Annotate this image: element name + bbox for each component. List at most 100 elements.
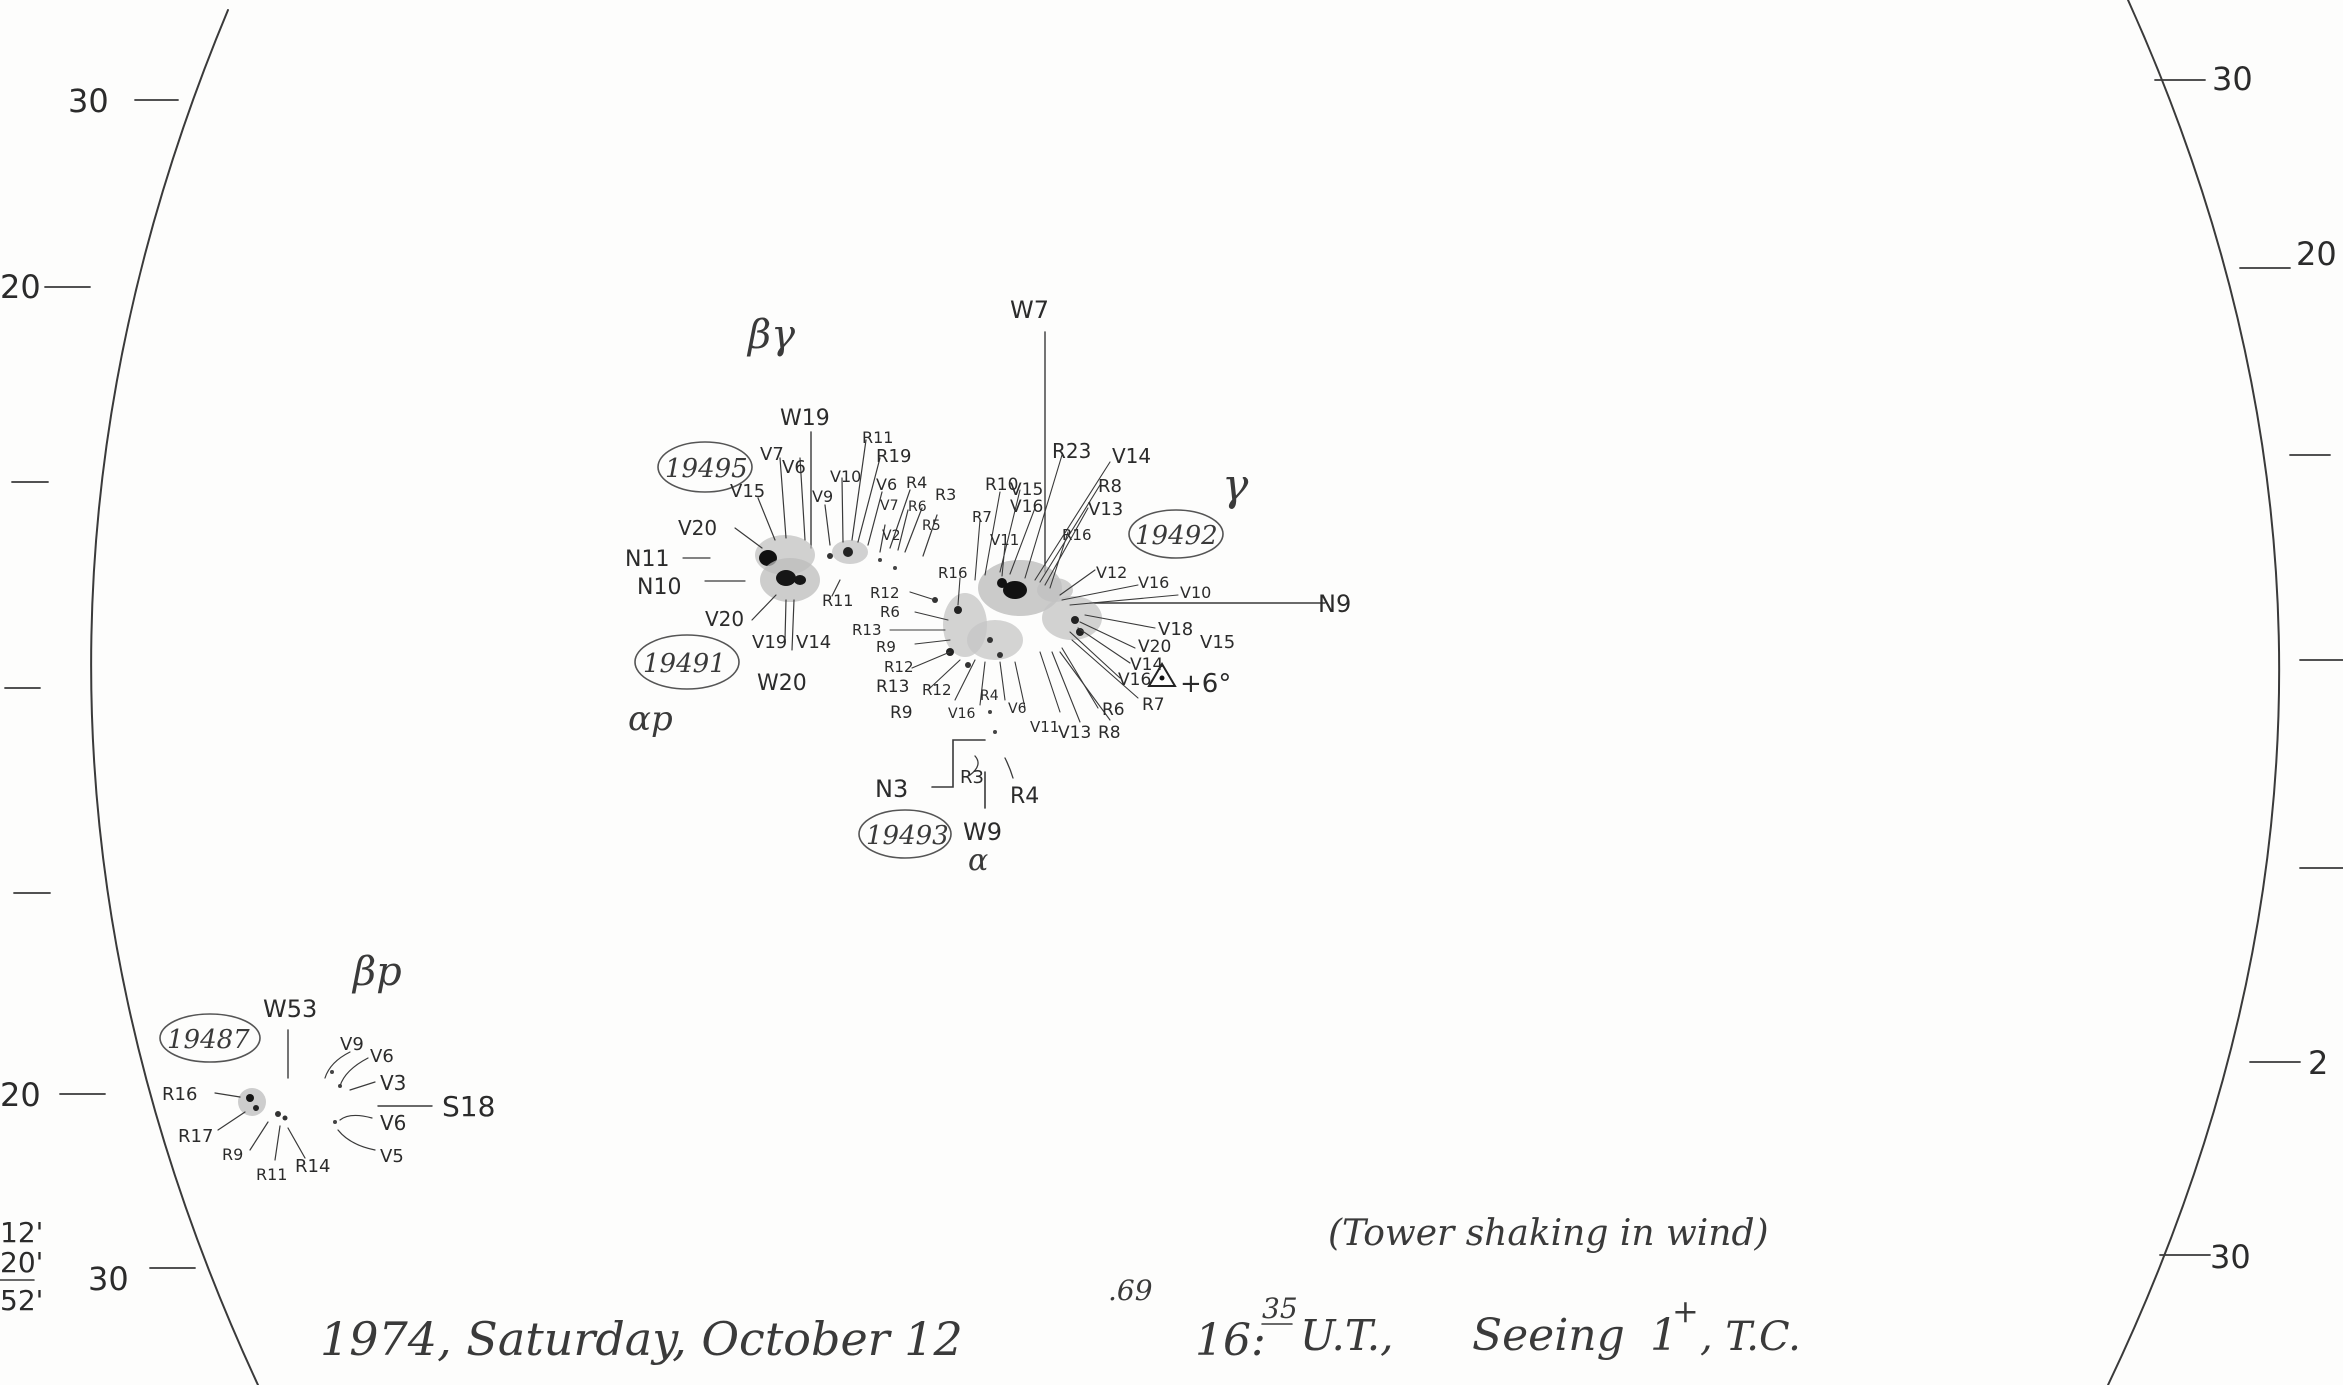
spot-label: V19 [752, 632, 787, 653]
spot-label: R8 [1098, 723, 1121, 743]
spot-label: R10 [985, 475, 1018, 495]
edge-note: 52' [0, 1284, 43, 1317]
spot-label: R17 [178, 1126, 213, 1147]
region-delta-label: +6° [1180, 669, 1231, 699]
left-latitude-ticks [4, 99, 196, 1269]
region-north-label: W19 [780, 406, 830, 431]
spot-label: V3 [380, 1071, 406, 1095]
footer-ut: U.T., [1300, 1311, 1393, 1360]
spot-label: R11 [862, 428, 893, 447]
spot-label: V15 [730, 481, 765, 502]
left-tick-label: 30 [88, 1260, 129, 1298]
region-number: 19493 [866, 821, 949, 851]
spot-label: N11 [625, 547, 669, 572]
spot-label: V13 [1058, 723, 1091, 743]
spot-label: V9 [812, 487, 833, 506]
region-19491-group: 19491 αp [628, 634, 740, 739]
region-class: βp [351, 949, 402, 995]
spot-label: V6 [1008, 701, 1027, 717]
spot-label: R12 [884, 658, 914, 676]
spot-label: R11 [256, 1165, 287, 1184]
spot-label: V20 [678, 516, 717, 540]
region-number: 19491 [643, 649, 726, 679]
spot-label: R4 [1010, 784, 1039, 809]
region-number: 19495 [665, 454, 748, 484]
spot-label: V11 [1030, 718, 1059, 736]
spot-label: V16 [1118, 670, 1151, 690]
footer-observer: , T.C. [1700, 1314, 1801, 1360]
spot-label: V14 [1130, 655, 1163, 675]
spot-label: R3 [935, 485, 956, 504]
edge-note: 12' [0, 1216, 43, 1249]
footer-date: 1974, Saturday, October 12 [320, 1312, 963, 1366]
spot-label: R3 [960, 767, 984, 788]
region-east-label: N9 [1318, 590, 1351, 618]
spot-label: R6 [908, 499, 927, 515]
region-class: αp [628, 699, 673, 739]
spot-label: R6 [880, 603, 900, 621]
spot-label: V13 [1088, 499, 1123, 520]
spot-label: R9 [890, 703, 913, 723]
left-limb-arc [90, 9, 259, 1385]
region-number-circle [159, 1013, 261, 1063]
spot-label: V10 [1180, 583, 1211, 602]
right-tick-label: 30 [2210, 1238, 2251, 1276]
spot-label: V16 [1010, 497, 1043, 517]
spot-label: N3 [875, 775, 908, 803]
region-north-label: W53 [263, 995, 317, 1023]
spot-label: V7 [880, 498, 898, 514]
spot-label: R19 [876, 446, 911, 467]
spot-label: R9 [876, 638, 896, 656]
spot-label: V14 [796, 632, 831, 653]
footer-line: 1974, Saturday, October 12 .69 16: 35 U.… [320, 1274, 1801, 1366]
spot-label: V11 [990, 531, 1019, 549]
spot-label: R8 [1098, 476, 1122, 497]
spot-label: V2 [882, 528, 900, 544]
observation-note: (Tower shaking in wind) [1328, 1213, 1769, 1254]
spot-label: R4 [980, 688, 999, 704]
spot-label: R6 [1102, 700, 1125, 720]
spot-label: V16 [948, 706, 975, 722]
spot-label: V10 [830, 467, 861, 486]
region-number-circle [634, 634, 740, 690]
spot-label: V16 [1138, 573, 1169, 592]
right-tick-label: 30 [2212, 60, 2253, 98]
region-number: 19492 [1135, 521, 1218, 551]
spot-label: R23 [1052, 439, 1091, 463]
spot-label: V20 [1138, 637, 1171, 657]
spot-label: V18 [1158, 619, 1193, 640]
spot-label: W20 [757, 671, 807, 696]
spot-label: R5 [922, 518, 941, 534]
spot-label: V5 [380, 1146, 404, 1167]
region-19492-group: 19492 γ W7 N9 [852, 296, 1351, 743]
spot-label: W9 [963, 818, 1002, 846]
region-19493-group: 19493 α N3 R3 R4 W9 [858, 739, 1039, 878]
spot-label: R13 [852, 621, 882, 639]
spot-label: R16 [162, 1084, 197, 1105]
footer-day-fraction: .69 [1108, 1274, 1153, 1307]
spot-label: S18 [442, 1090, 495, 1123]
spot-label: R4 [906, 473, 927, 492]
spot-label: N10 [637, 575, 681, 600]
region-class: βγ [746, 312, 795, 358]
spot-label: V15 [1200, 632, 1235, 653]
spot-label: R12 [922, 681, 952, 699]
left-tick-label: 20 [0, 1076, 41, 1114]
region-number: 19487 [167, 1025, 250, 1055]
footer-seeing-label: Seeing [1472, 1310, 1625, 1361]
region-19487-group: 19487 βp W53 R16 R17 R9 R11 R14 V9 [159, 949, 495, 1184]
region-number-circle [1128, 509, 1224, 559]
left-tick-label: 20 [0, 268, 41, 306]
spot-label: V12 [1096, 563, 1127, 582]
region-number-circle [858, 809, 952, 859]
right-tick-label: 20 [2296, 235, 2337, 273]
right-latitude-ticks [2154, 79, 2343, 1256]
region-19495-group: 19495 βγ W19 [625, 312, 956, 696]
spot-label: R9 [222, 1145, 243, 1164]
footer-hour: 16: [1195, 1315, 1266, 1366]
spot-label: R16 [938, 564, 968, 582]
spot-label: V20 [705, 607, 744, 631]
footer-minute: 35 [1262, 1292, 1298, 1325]
